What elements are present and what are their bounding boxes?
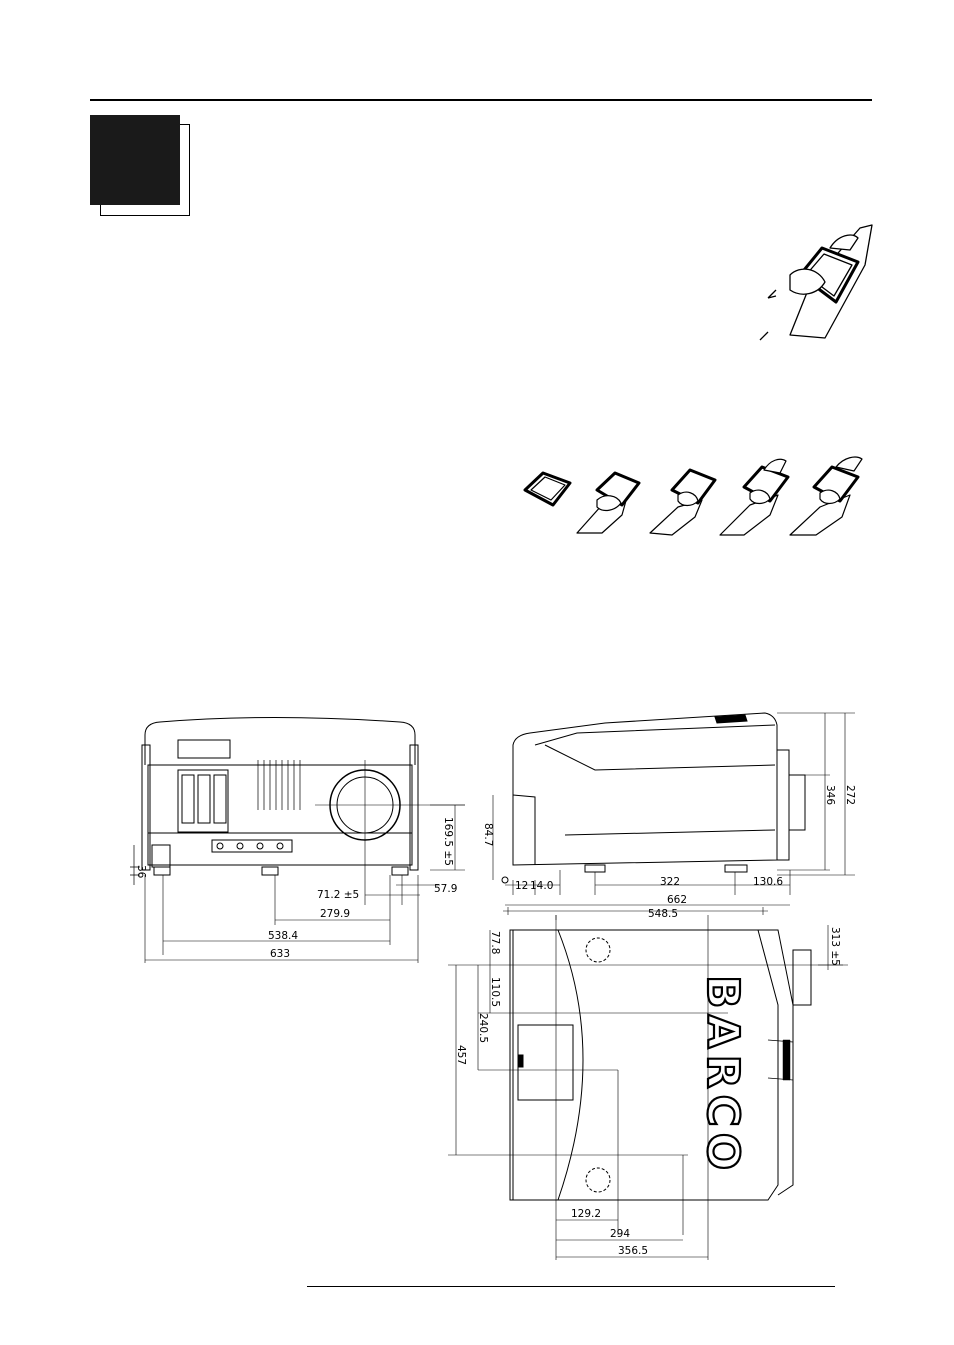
front-dim-feet-inner: 279.9 bbox=[320, 908, 350, 920]
top-rule bbox=[90, 99, 872, 101]
lens-cover-illustration bbox=[740, 220, 880, 345]
side-dim-depth-body: 548.5 bbox=[648, 908, 678, 920]
side-dim-foot-left: 84.7 bbox=[482, 823, 494, 846]
side-view-drawing: 346 272 84.7 12 14.0 322 130.6 662 bbox=[485, 705, 860, 915]
chapter-marker bbox=[90, 115, 180, 205]
side-dim-foot-right: 130.6 bbox=[753, 876, 783, 888]
top-view-drawing: BARCO 548.5 313 ±5 77.8 110.5 240.5 457 … bbox=[448, 905, 858, 1275]
front-dim-right-small: 57.9 bbox=[434, 883, 457, 895]
front-dim-width-total: 633 bbox=[270, 948, 290, 960]
top-dim-lens-side: 313 ±5 bbox=[829, 927, 841, 966]
side-dim-small-left-b: 14.0 bbox=[530, 880, 553, 892]
front-dim-left-small: 36 bbox=[135, 865, 147, 879]
bottom-rule bbox=[307, 1286, 835, 1287]
front-dim-height-right: 169.5 ±5 bbox=[442, 817, 454, 866]
top-dim-bottom-a: 129.2 bbox=[571, 1208, 601, 1220]
barco-logo: BARCO bbox=[697, 975, 748, 1176]
front-view-drawing: 169.5 ±5 36 71.2 ±5 57.9 279.9 538.4 633 bbox=[120, 705, 465, 970]
step-4 bbox=[720, 459, 788, 535]
step-5 bbox=[790, 457, 862, 535]
step-3 bbox=[650, 470, 715, 535]
top-dim-inner: 240.5 bbox=[477, 1013, 489, 1043]
side-dim-height-lens-val: 346 bbox=[824, 785, 836, 805]
side-dim-small-left: 12 bbox=[515, 880, 528, 892]
step-2 bbox=[577, 473, 639, 533]
top-dim-top-a: 77.8 bbox=[489, 931, 501, 954]
top-dim-bottom-b: 294 bbox=[610, 1228, 630, 1240]
side-dim-feet-span: 322 bbox=[660, 876, 680, 888]
side-dim-height-total: 272 bbox=[844, 785, 856, 805]
lens-cover-sequence-illustration bbox=[515, 455, 880, 540]
step-1 bbox=[525, 473, 570, 505]
top-dim-bottom-c: 356.5 bbox=[618, 1245, 648, 1257]
top-dim-outer: 457 bbox=[455, 1045, 467, 1065]
front-dim-feet-outer: 538.4 bbox=[268, 930, 298, 942]
top-dim-top-b: 110.5 bbox=[489, 977, 501, 1007]
front-dim-lens-offset: 71.2 ±5 bbox=[317, 889, 359, 901]
